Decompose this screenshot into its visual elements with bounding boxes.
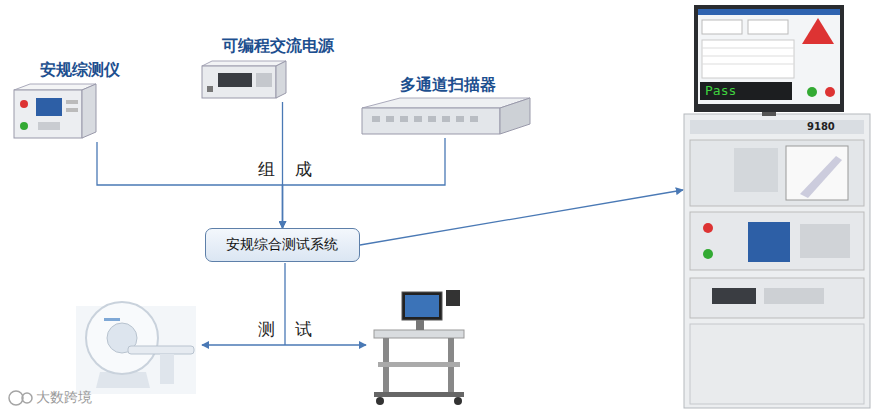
instrument-label: 安规综测仪 (40, 60, 120, 81)
rack-system (684, 5, 870, 408)
connector (283, 138, 446, 228)
connector (360, 190, 683, 245)
model-number: 9180 (807, 121, 835, 132)
instrument-label: 多通道扫描器 (400, 75, 496, 96)
scanner (362, 98, 530, 134)
edge-group-label: 组 成 (258, 158, 311, 181)
instrument-node: 可编程交流电源 (198, 34, 354, 102)
ac-power-source (202, 61, 286, 98)
system-box: 安规综合测试系统 (205, 228, 360, 262)
pass-indicator: Pass (705, 83, 736, 98)
rack-node: Pass 9180 (683, 4, 872, 410)
connector (97, 142, 283, 228)
watermark: 大数跨境 (36, 389, 92, 407)
ct-scanner (76, 302, 196, 394)
medical-cart (374, 290, 464, 405)
test-lines (202, 263, 366, 345)
safety-tester (14, 84, 96, 138)
watermark-logo (9, 391, 32, 405)
instrument-label: 可编程交流电源 (222, 36, 334, 57)
instrument-node: 安规综测仪 (8, 58, 132, 142)
system-label: 安规综合测试系统 (226, 236, 338, 254)
instrument-node: 多通道扫描器 (358, 74, 532, 138)
edge-group-label: 测 试 (258, 318, 311, 341)
